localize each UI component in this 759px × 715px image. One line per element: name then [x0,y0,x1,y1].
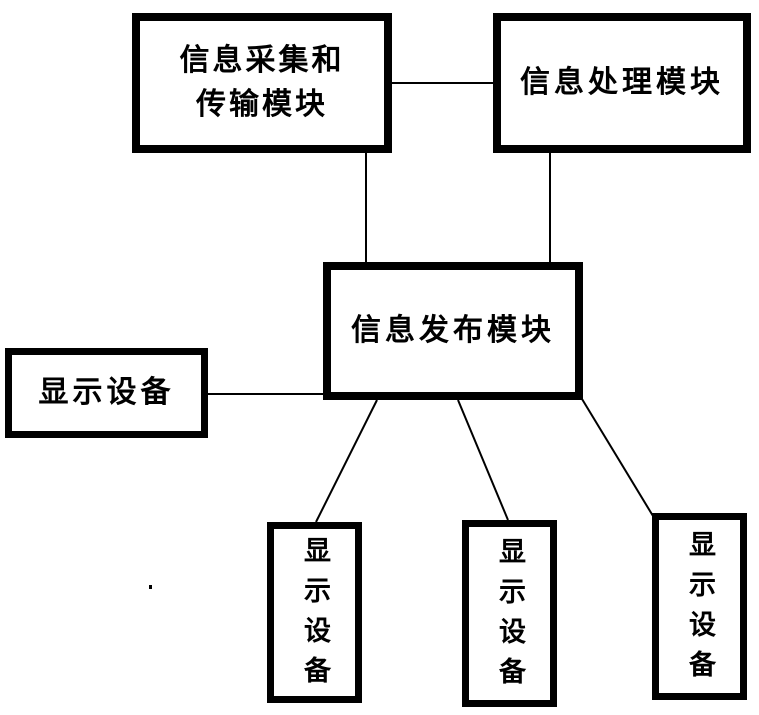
stray-mark [149,585,152,589]
node-label: 显示设备 [38,376,175,409]
edge-publish-display1 [315,399,378,523]
node-label: 信息采集和 [179,44,345,77]
node-label: 信息处理模块 [520,66,724,99]
node-label: 信息发布模块 [351,314,555,347]
node-display-device-bottom-right: 显示设备 [652,513,747,700]
node-collect-transmit-module: 信息采集和 传输模块 [132,13,392,153]
node-processing-module: 信息处理模块 [493,13,751,153]
node-label: 显示设备 [685,529,715,690]
node-label: 传输模块 [196,88,328,121]
node-display-device-left: 显示设备 [5,348,208,438]
edge-publish-display2 [457,399,509,521]
node-label: 显示设备 [495,536,525,697]
node-display-device-bottom-left: 显示设备 [267,522,362,703]
node-publishing-module: 信息发布模块 [323,262,583,400]
node-label: 显示设备 [300,535,330,696]
edge-publish-display3 [581,398,654,517]
node-display-device-bottom-middle: 显示设备 [462,520,557,707]
